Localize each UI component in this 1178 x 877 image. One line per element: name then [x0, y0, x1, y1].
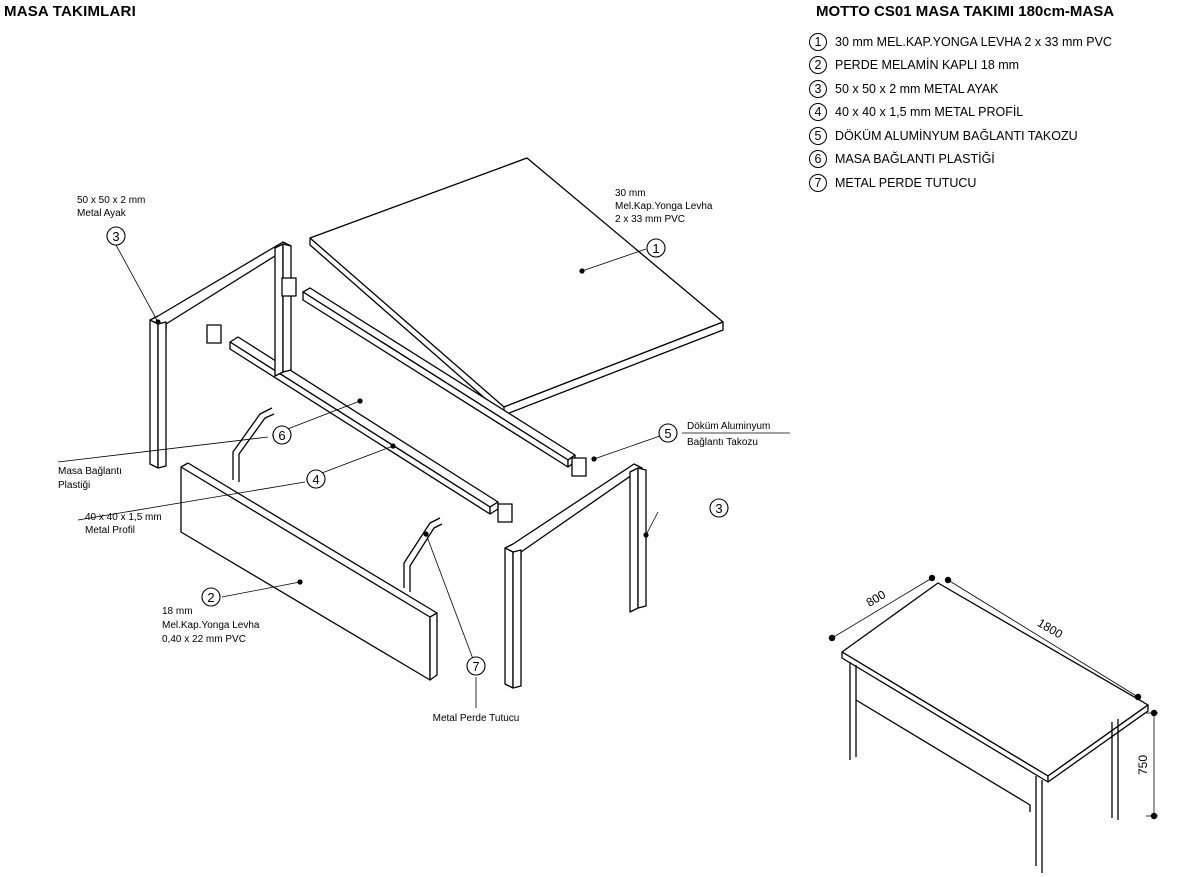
- legend-text: DÖKÜM ALUMİNYUM BAĞLANTI TAKOZU: [835, 128, 1078, 143]
- legend-text: 30 mm MEL.KAP.YONGA LEVHA 2 x 33 mm PVC: [835, 34, 1112, 49]
- callout-label-plastic: Plastiği: [58, 480, 90, 491]
- legend-text: MASA BAĞLANTI PLASTİĞİ: [835, 152, 995, 167]
- callout-number-leg-right: 3: [715, 501, 722, 516]
- set-title: MOTTO CS01 MASA TAKIMI 180cm-MASA: [816, 3, 1115, 20]
- aluminium-bracket: [206, 277, 587, 523]
- callout-number-profile: 4: [312, 472, 319, 487]
- legend-text: PERDE MELAMİN KAPLI 18 mm: [835, 58, 1020, 73]
- callout-label-panel: Mel.Kap.Yonga Levha: [162, 620, 260, 631]
- legend-number: 3: [809, 79, 827, 98]
- legend-number: 7: [809, 173, 827, 192]
- callout-bubbles: [106, 226, 729, 676]
- parts-legend: 1 30 mm MEL.KAP.YONGA LEVHA 2 x 33 mm PVC…: [809, 30, 1112, 195]
- dimension-height: 750: [1136, 755, 1150, 775]
- callout-number-bracket: 5: [664, 426, 671, 441]
- callout-label-top: 2 x 33 mm PVC: [615, 214, 685, 225]
- callout-label-panel: 0,40 x 22 mm PVC: [162, 634, 246, 645]
- legend-number: 6: [809, 150, 827, 169]
- sheet-title: MASA TAKIMLARI: [4, 3, 136, 20]
- front-metal-profile: [229, 336, 499, 515]
- callout-label-profile: 40 x 40 x 1,5 mm: [85, 512, 162, 523]
- callout-label-top: Mel.Kap.Yonga Levha: [615, 201, 713, 212]
- callout-label-plastic: Masa Bağlantı: [58, 466, 122, 477]
- legend-item: 5 DÖKÜM ALUMİNYUM BAĞLANTI TAKOZU: [809, 124, 1112, 148]
- callout-label-bracket: Bağlantı Takozu: [687, 437, 758, 448]
- dimension-width: 1800: [1035, 616, 1065, 642]
- legend-item: 7 METAL PERDE TUTUCU: [809, 171, 1112, 195]
- connection-plastic: [232, 407, 275, 482]
- metal-panel-holder: [403, 517, 443, 592]
- callout-label-top: 30 mm: [615, 188, 646, 199]
- legend-number: 2: [809, 56, 827, 75]
- callout-label-holder: Metal Perde Tutucu: [433, 713, 520, 724]
- legend-item: 6 MASA BAĞLANTI PLASTİĞİ: [809, 148, 1112, 172]
- legend-number: 1: [809, 32, 827, 51]
- callout-number-top: 1: [652, 241, 659, 256]
- right-metal-leg: [504, 463, 647, 689]
- callout-label-profile: Metal Profil: [85, 525, 135, 536]
- legend-item: 3 50 x 50 x 2 mm METAL AYAK: [809, 77, 1112, 101]
- legend-item: 4 40 x 40 x 1,5 mm METAL PROFİL: [809, 101, 1112, 125]
- legend-item: 2 PERDE MELAMİN KAPLI 18 mm: [809, 54, 1112, 78]
- modesty-panel: [180, 462, 438, 681]
- leader-dots: [155, 268, 1158, 820]
- legend-text: 40 x 40 x 1,5 mm METAL PROFİL: [835, 105, 1024, 120]
- legend-number: 4: [809, 103, 827, 122]
- callout-label-panel: 18 mm: [162, 606, 193, 617]
- table-top-panel: [309, 157, 724, 416]
- callout-label-leg: 50 x 50 x 2 mm: [77, 195, 145, 206]
- back-metal-profile: [302, 287, 576, 468]
- legend-number: 5: [809, 126, 827, 145]
- callout-number-leg-left: 3: [112, 229, 119, 244]
- callout-label-leg: Metal Ayak: [77, 208, 127, 219]
- assembled-table-view: [841, 582, 1149, 873]
- callout-number-holder: 7: [472, 659, 479, 674]
- legend-text: METAL PERDE TUTUCU: [835, 175, 977, 190]
- legend-text: 50 x 50 x 2 mm METAL AYAK: [835, 81, 999, 96]
- legend-item: 1 30 mm MEL.KAP.YONGA LEVHA 2 x 33 mm PVC: [809, 30, 1112, 54]
- callout-number-plastic: 6: [278, 428, 285, 443]
- left-metal-leg: [149, 241, 292, 469]
- callout-label-bracket: Döküm Aluminyum: [687, 421, 770, 432]
- callout-number-panel: 2: [207, 590, 214, 605]
